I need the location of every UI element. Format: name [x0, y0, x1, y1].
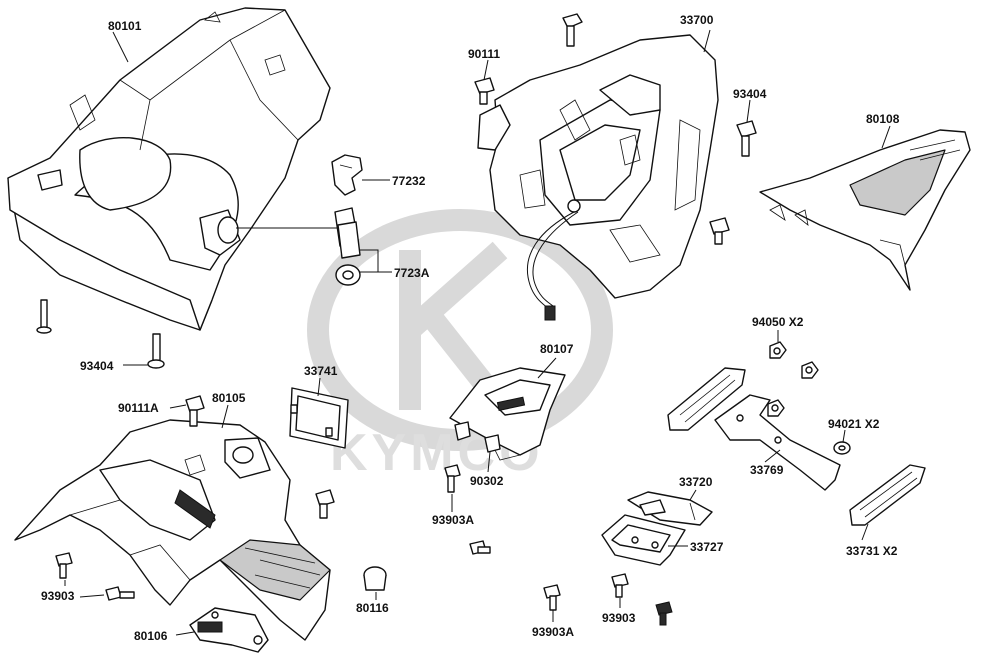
- bolt-top[interactable]: [562, 13, 583, 47]
- label-33720: 33720: [679, 475, 713, 489]
- screw-93903-left-b[interactable]: [105, 586, 135, 601]
- leader-7723A: [360, 249, 392, 273]
- part-33720[interactable]: [627, 491, 713, 526]
- leader-33700: [703, 29, 711, 53]
- clip-90302-a[interactable]: [454, 421, 471, 441]
- label-93903A-lower: 93903A: [532, 625, 574, 639]
- part-80108[interactable]: [759, 129, 971, 291]
- part-33731-lower[interactable]: [849, 464, 926, 526]
- leader-33741: [317, 377, 321, 397]
- leader-80101: [112, 31, 129, 63]
- bolt-90111[interactable]: [474, 77, 495, 105]
- label-33700: 33700: [680, 13, 714, 27]
- washer-94021[interactable]: [833, 441, 851, 455]
- label-93903-left: 93903: [41, 589, 75, 603]
- part-33741[interactable]: [289, 387, 349, 449]
- bolt-93404-right[interactable]: [736, 120, 757, 157]
- part-80116[interactable]: [363, 566, 387, 591]
- part-80107[interactable]: [449, 367, 566, 461]
- label-80101: 80101: [108, 19, 142, 33]
- nut-94050-b[interactable]: [801, 361, 819, 379]
- bolt-left-1[interactable]: [36, 299, 52, 334]
- label-80105: 80105: [212, 391, 246, 405]
- nut-94021-a[interactable]: [767, 399, 785, 417]
- part-80101[interactable]: [7, 7, 331, 331]
- leader-94021: [842, 429, 846, 443]
- part-80105[interactable]: [14, 419, 331, 641]
- bolt-90111A[interactable]: [185, 395, 205, 427]
- label-90111A: 90111A: [118, 401, 159, 415]
- leader-80108: [881, 125, 891, 149]
- part-33727[interactable]: [601, 514, 686, 566]
- label-93903-bottom: 93903: [602, 611, 636, 625]
- label-80107: 80107: [540, 342, 574, 356]
- screw-93903A-upper[interactable]: [444, 464, 461, 493]
- screw-93903A-lower[interactable]: [543, 584, 561, 611]
- label-80116: 80116: [356, 601, 389, 615]
- label-90111: 90111: [468, 47, 500, 61]
- leader-80107: [537, 357, 557, 379]
- part-33731-upper[interactable]: [667, 367, 746, 431]
- label-33731: 33731 X2: [846, 544, 898, 558]
- leader-33720: [689, 489, 697, 501]
- screw-93903-bottom-a[interactable]: [611, 573, 629, 598]
- nut-94050-a[interactable]: [769, 341, 787, 359]
- bolt-80105-side[interactable]: [315, 489, 335, 519]
- bolt-93404-left[interactable]: [147, 333, 165, 369]
- label-33769: 33769: [750, 463, 784, 477]
- label-94021: 94021 X2: [828, 417, 880, 431]
- label-80106: 80106: [134, 629, 168, 643]
- screw-93903A-mid[interactable]: [469, 540, 491, 555]
- clip-90302-b[interactable]: [484, 434, 501, 453]
- part-33769[interactable]: [714, 394, 841, 491]
- label-93903A-upper: 93903A: [432, 513, 474, 527]
- leader-33731: [861, 523, 869, 541]
- bolt-33700-side[interactable]: [709, 217, 730, 245]
- leader-90111A: [169, 404, 187, 409]
- label-93404-left: 93404: [80, 359, 114, 373]
- part-7723A[interactable]: [334, 207, 361, 286]
- label-80108: 80108: [866, 112, 900, 126]
- label-90302: 90302: [470, 474, 504, 488]
- label-94050: 94050 X2: [752, 315, 804, 329]
- leader-80105: [221, 404, 229, 429]
- leader-80106: [175, 631, 195, 636]
- leader-33769: [764, 449, 781, 463]
- label-33741: 33741: [304, 364, 338, 378]
- label-93404-right: 93404: [733, 87, 767, 101]
- leader-90302: [487, 451, 491, 473]
- label-7723A: 7723A: [394, 266, 430, 280]
- part-33700[interactable]: [477, 34, 719, 321]
- label-77232: 77232: [392, 174, 426, 188]
- part-77232[interactable]: [331, 154, 363, 196]
- leader-93903-left-b: [79, 594, 105, 598]
- label-33727: 33727: [690, 540, 724, 554]
- part-80106[interactable]: [189, 607, 269, 653]
- leader-93404-right: [746, 99, 751, 123]
- leader-90111: [483, 59, 489, 81]
- screw-93903-bottom-b[interactable]: [655, 601, 673, 626]
- screw-93903-left-a[interactable]: [55, 552, 73, 579]
